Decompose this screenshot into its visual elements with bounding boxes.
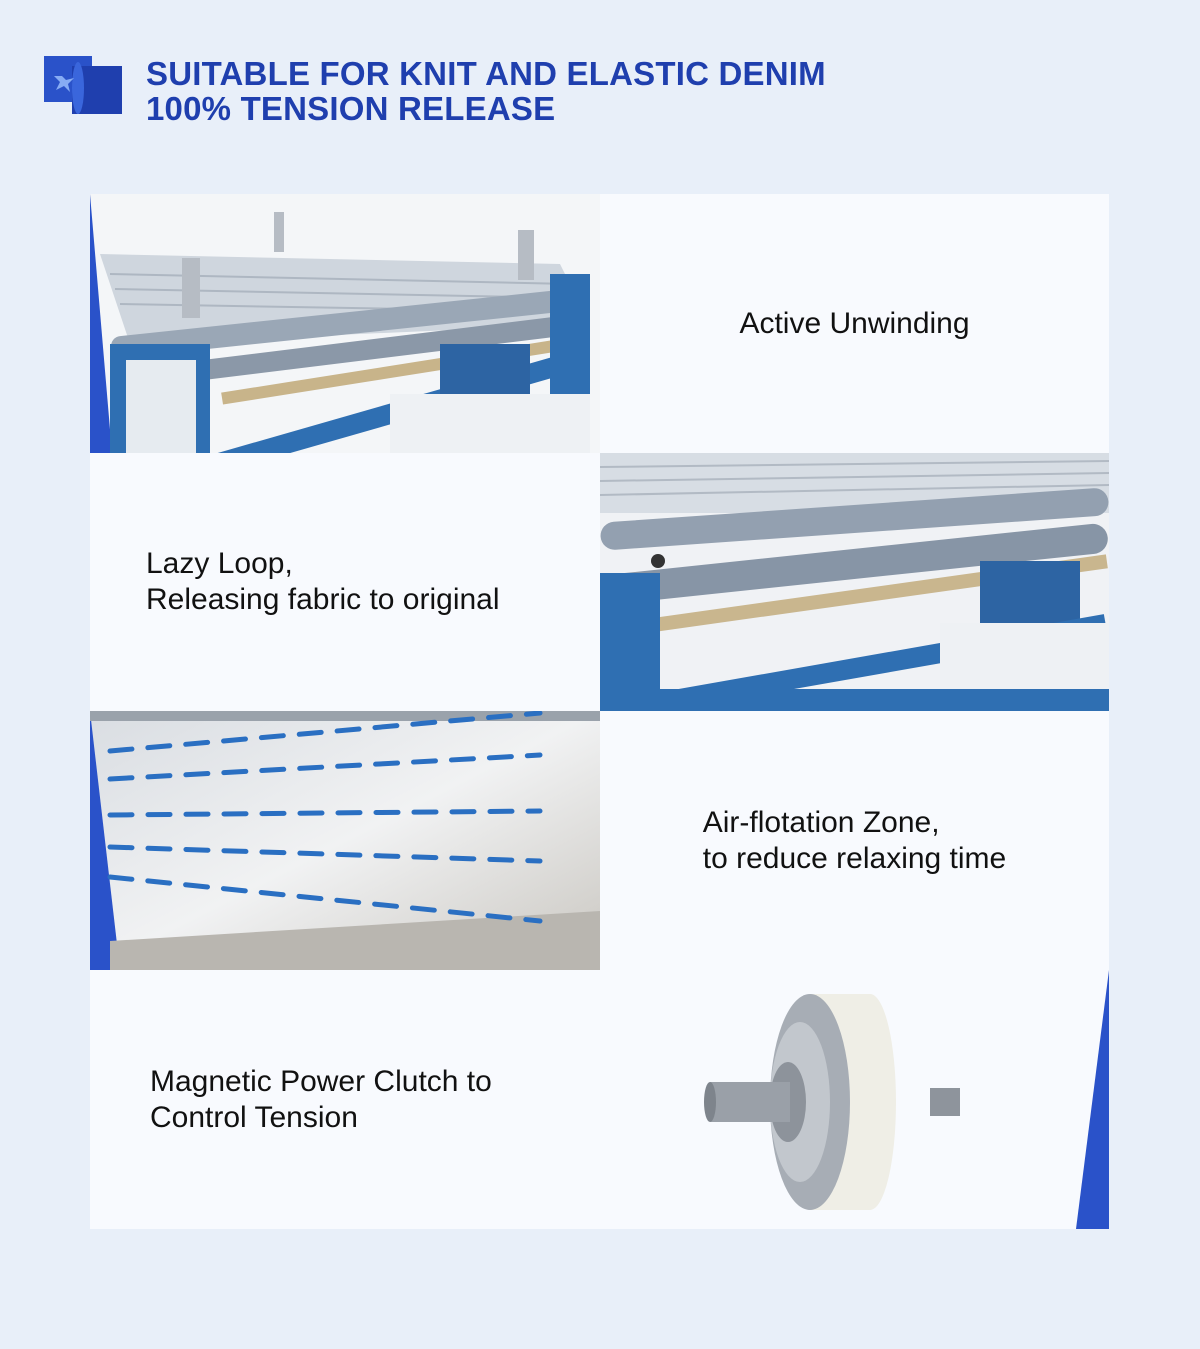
feature-card-3: Air-flotation Zone, to reduce relaxing t… <box>600 711 1109 970</box>
title-line-1: SUITABLE FOR KNIT AND ELASTIC DENIM <box>146 55 826 92</box>
perforated-plate-photo <box>90 711 600 970</box>
feature-label-3: Air-flotation Zone, to reduce relaxing t… <box>702 805 1007 875</box>
machine-front-photo <box>90 194 600 453</box>
page-title: SUITABLE FOR KNIT AND ELASTIC DENIM 100%… <box>146 56 826 126</box>
feature-card-1: Active Unwinding <box>600 194 1109 453</box>
feature-label-1: Active Unwinding <box>739 306 970 340</box>
rollers-closeup-photo <box>600 453 1109 711</box>
header: SUITABLE FOR KNIT AND ELASTIC DENIM 100%… <box>42 54 826 126</box>
feature-grid: Active Unwinding Lazy Loop, Releasing fa… <box>90 194 1109 1229</box>
fabric-roll-logo-icon <box>44 56 122 114</box>
magnetic-clutch-photo <box>600 970 1109 1229</box>
title-line-2: 100% TENSION RELEASE <box>146 90 556 127</box>
feature-label-2: Lazy Loop, Releasing fabric to original <box>146 547 500 616</box>
feature-label-4: Magnetic Power Clutch to Control Tension <box>150 1064 492 1134</box>
feature-card-2: Lazy Loop, Releasing fabric to original <box>90 453 600 711</box>
feature-card-4: Magnetic Power Clutch to Control Tension <box>90 970 600 1229</box>
